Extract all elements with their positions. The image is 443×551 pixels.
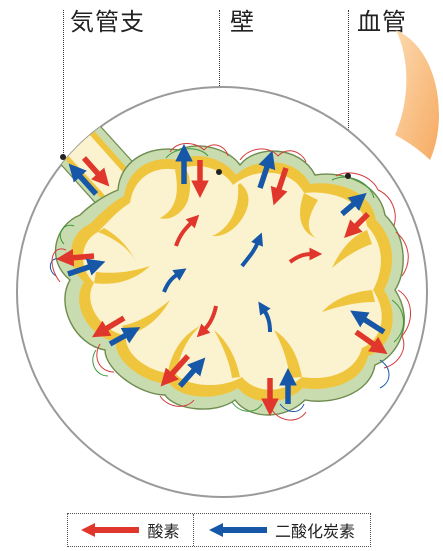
legend-label-oxygen: 酸素 (147, 518, 179, 542)
legend: 酸素 二酸化炭素 (67, 513, 371, 547)
oxygen-arrow (70, 256, 94, 258)
highlight-glow (395, 30, 439, 160)
legend-item-oxygen: 酸素 (68, 514, 193, 546)
pin-vessel (345, 173, 351, 179)
blue-arrow-icon (209, 523, 267, 537)
red-arrow-icon (81, 523, 139, 537)
legend-label-carbon-dioxide: 二酸化炭素 (275, 518, 355, 542)
pin-bronchus (60, 154, 66, 160)
pin-wall (216, 169, 222, 175)
legend-item-carbon-dioxide: 二酸化炭素 (193, 514, 370, 546)
